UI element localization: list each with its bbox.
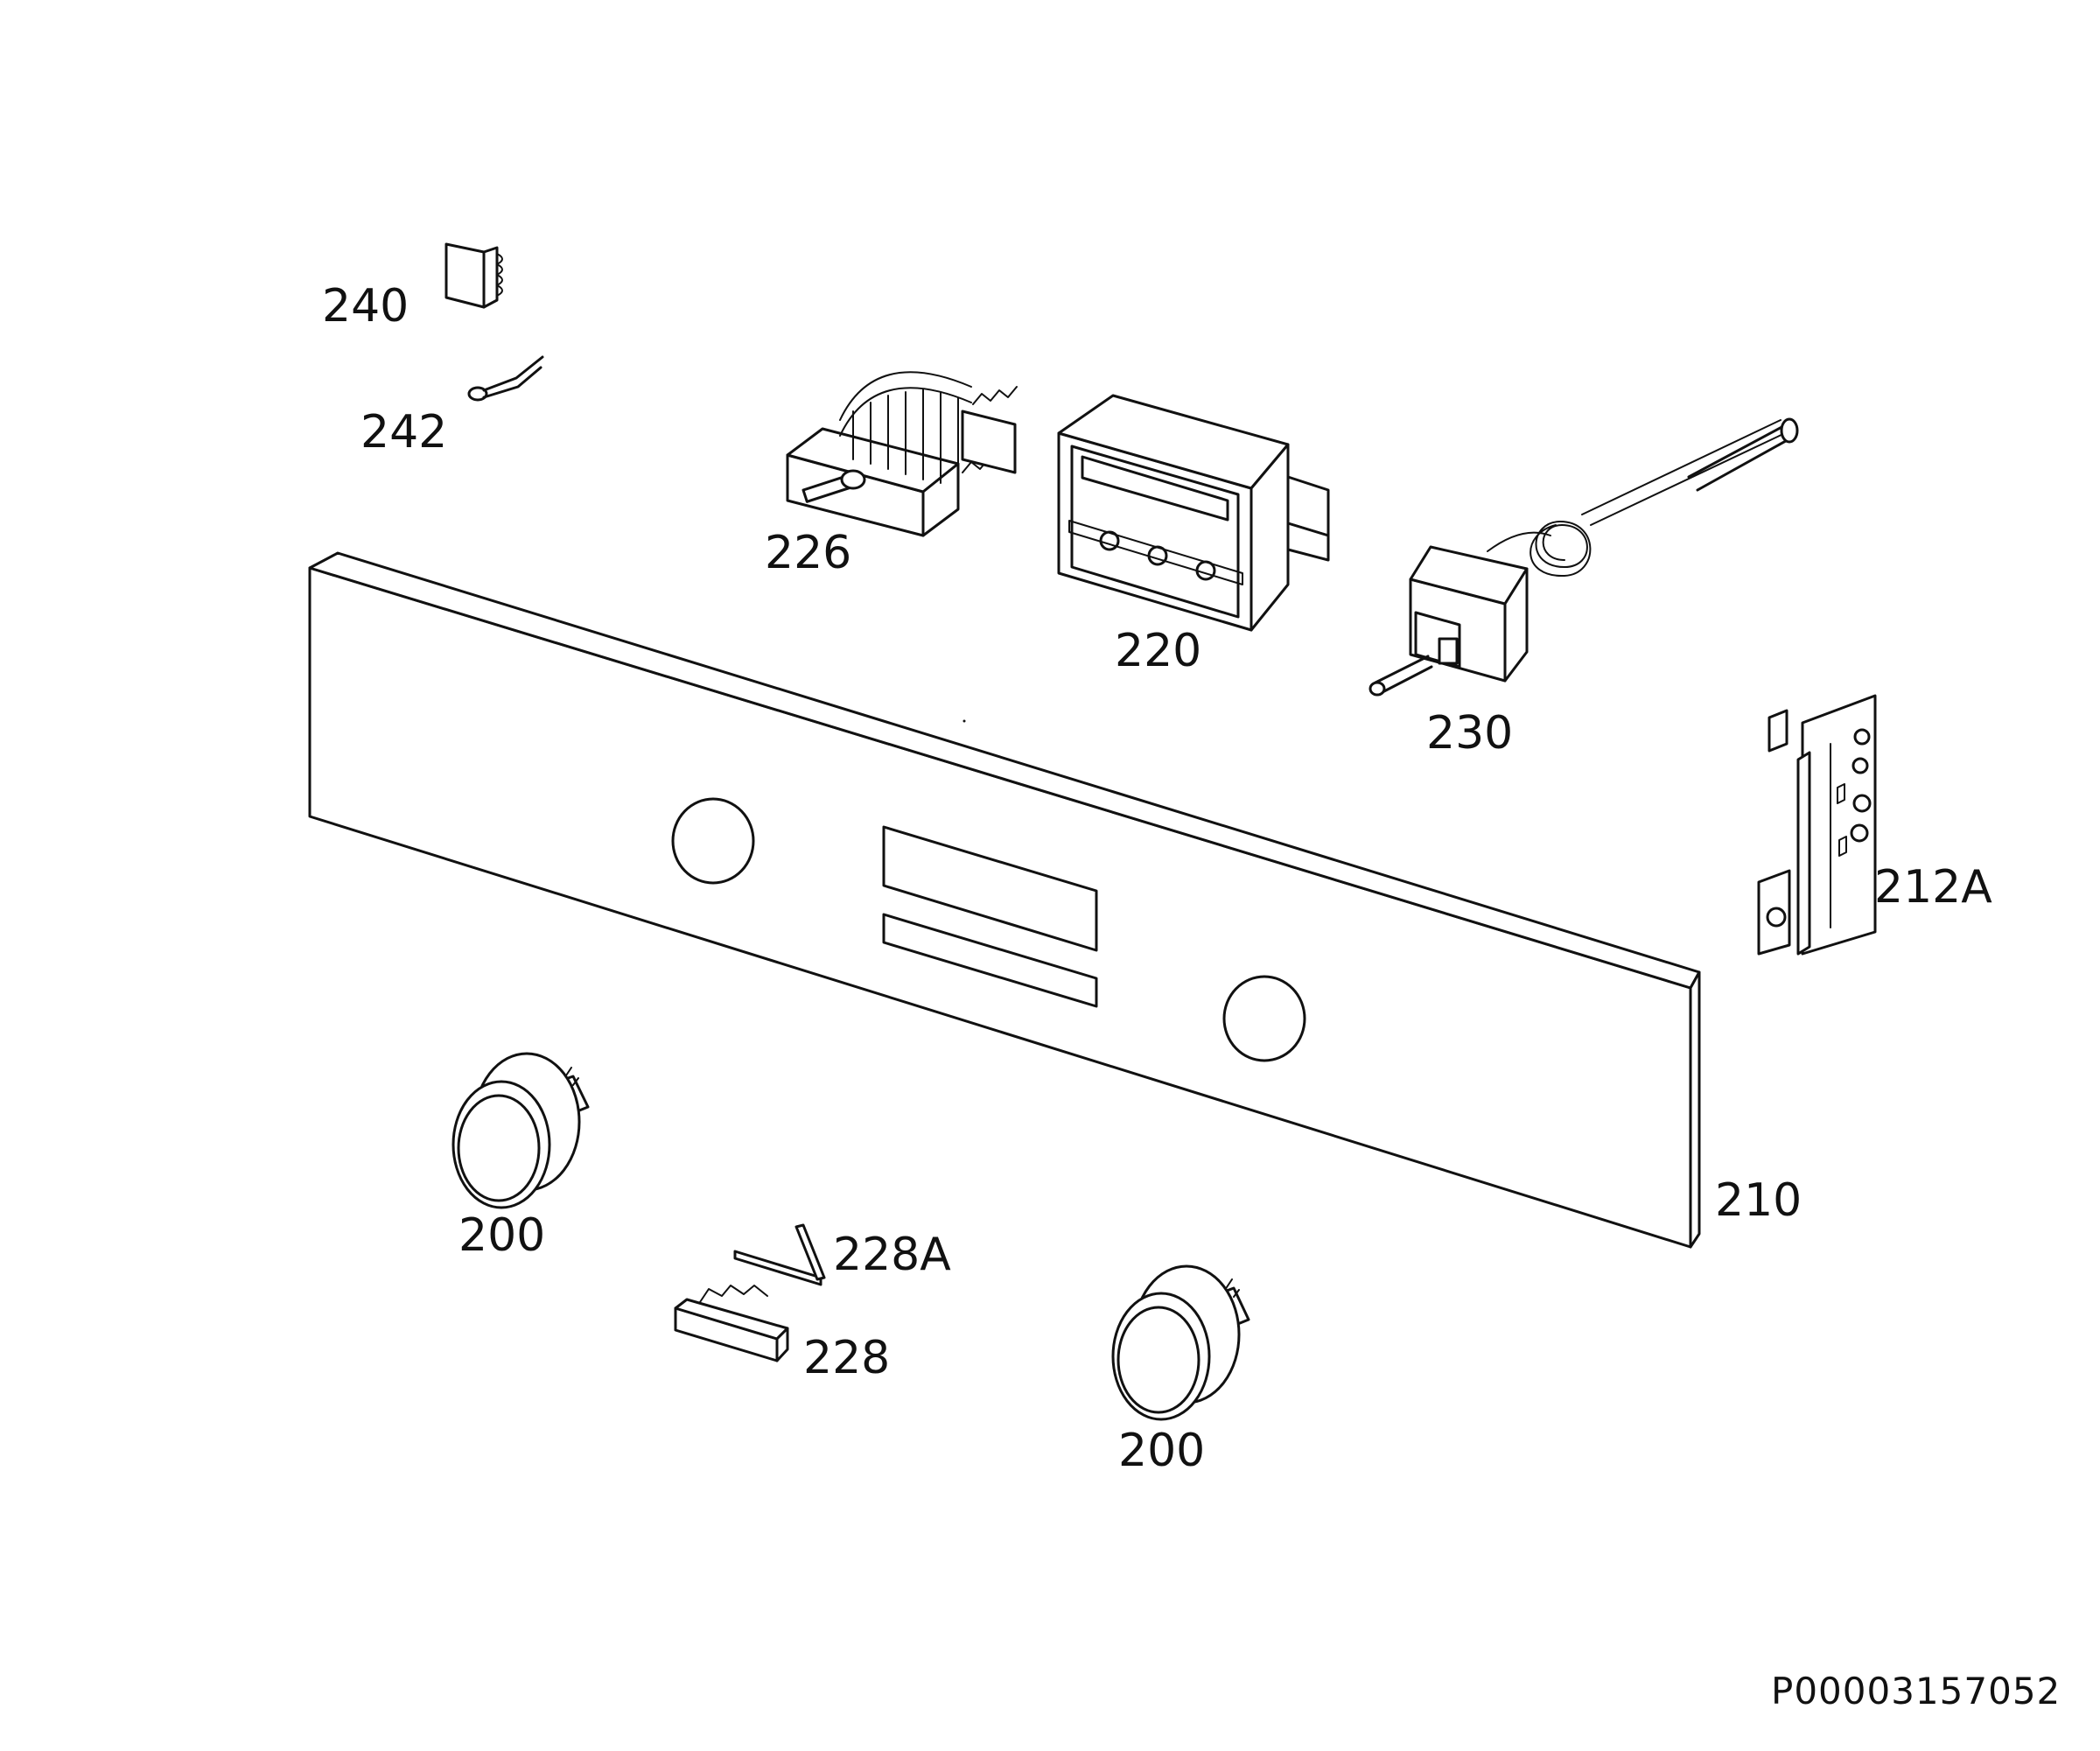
label-200-left: 200: [458, 1209, 546, 1262]
label-226: 226: [765, 527, 852, 579]
timer-display-part-220: [1057, 394, 1330, 632]
thermostat-part-230: [1368, 417, 1799, 697]
selector-switch-part-226: [786, 371, 1018, 537]
stray-dot: [962, 719, 966, 723]
display-window: [882, 825, 1098, 952]
lamp-part-242: [467, 355, 544, 402]
document-code: P00003157052: [1771, 1670, 2062, 1712]
label-240: 240: [322, 280, 410, 333]
label-212A: 212A: [1874, 861, 1992, 914]
label-228: 228: [803, 1332, 891, 1384]
label-220: 220: [1115, 625, 1202, 677]
knob-hole-left: [671, 797, 755, 885]
clip-part-228: [674, 1285, 789, 1362]
label-200-right: 200: [1118, 1425, 1206, 1477]
bracket-part-212A: [1757, 694, 1877, 956]
label-242: 242: [360, 406, 448, 459]
label-230: 230: [1426, 707, 1514, 760]
knob-hole-right: [1222, 975, 1306, 1062]
indicator-window: [882, 913, 1098, 1008]
knob-part-200-left: [452, 1052, 590, 1209]
label-210: 210: [1715, 1174, 1802, 1227]
rod-part-228A: [733, 1223, 826, 1286]
control-panel-part-210: [308, 551, 1701, 1249]
label-228A: 228A: [833, 1229, 951, 1281]
indicator-lens-part-240: [444, 242, 503, 309]
knob-part-200-right: [1111, 1264, 1250, 1421]
